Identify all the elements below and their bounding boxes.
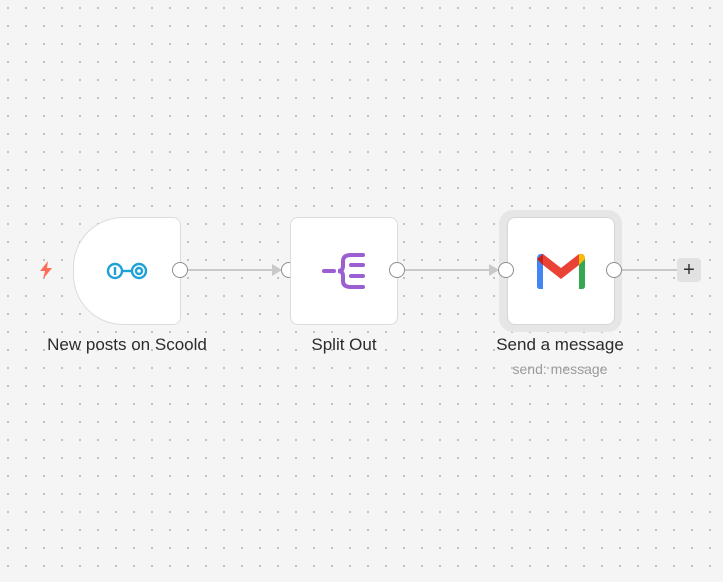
node-send-a-message[interactable] [507, 217, 615, 325]
output-handle-trigger[interactable] [172, 262, 188, 278]
connection-edge [622, 269, 678, 271]
gmail-icon [537, 253, 585, 289]
arrow-icon [272, 264, 282, 276]
node-split-out[interactable] [290, 217, 398, 325]
arrow-icon [489, 264, 499, 276]
node-label: Split Out [311, 335, 377, 354]
input-handle-gmail[interactable] [498, 262, 514, 278]
node-label: New posts on Scoold [47, 335, 207, 354]
add-node-button[interactable]: + [677, 258, 701, 282]
node-new-posts-on-scoold[interactable] [73, 217, 181, 325]
output-handle-gmail[interactable] [606, 262, 622, 278]
connection-edge[interactable] [405, 269, 490, 271]
scoold-icon [106, 262, 148, 280]
node-subtitle: send: message [512, 361, 608, 377]
output-handle-split[interactable] [389, 262, 405, 278]
trigger-bolt-icon [40, 261, 52, 279]
split-out-icon [322, 253, 365, 289]
connection-edge[interactable] [188, 269, 273, 271]
node-label: Send a message [496, 335, 624, 354]
